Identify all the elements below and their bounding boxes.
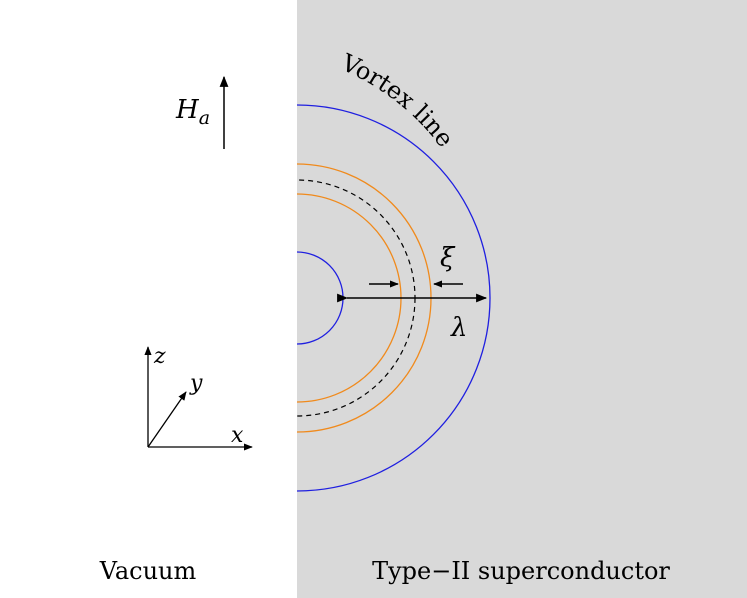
- superconductor-label: Type−II superconductor: [372, 557, 670, 585]
- x-axis-label: x: [231, 423, 244, 448]
- vacuum-label: Vacuum: [99, 557, 197, 585]
- y-axis: [147, 391, 187, 448]
- penetration-depth-outer-circle: [297, 104, 491, 492]
- applied-field-symbol: H: [175, 95, 200, 125]
- lambda-symbol: λ: [450, 313, 467, 343]
- y-axis-label: y: [189, 371, 203, 396]
- xi-symbol: ξ: [440, 243, 456, 273]
- applied-field-label: Ha: [175, 95, 210, 129]
- superconductor-region: [297, 0, 747, 598]
- z-axis-label: z: [153, 344, 166, 369]
- applied-field-subscript: a: [199, 107, 210, 129]
